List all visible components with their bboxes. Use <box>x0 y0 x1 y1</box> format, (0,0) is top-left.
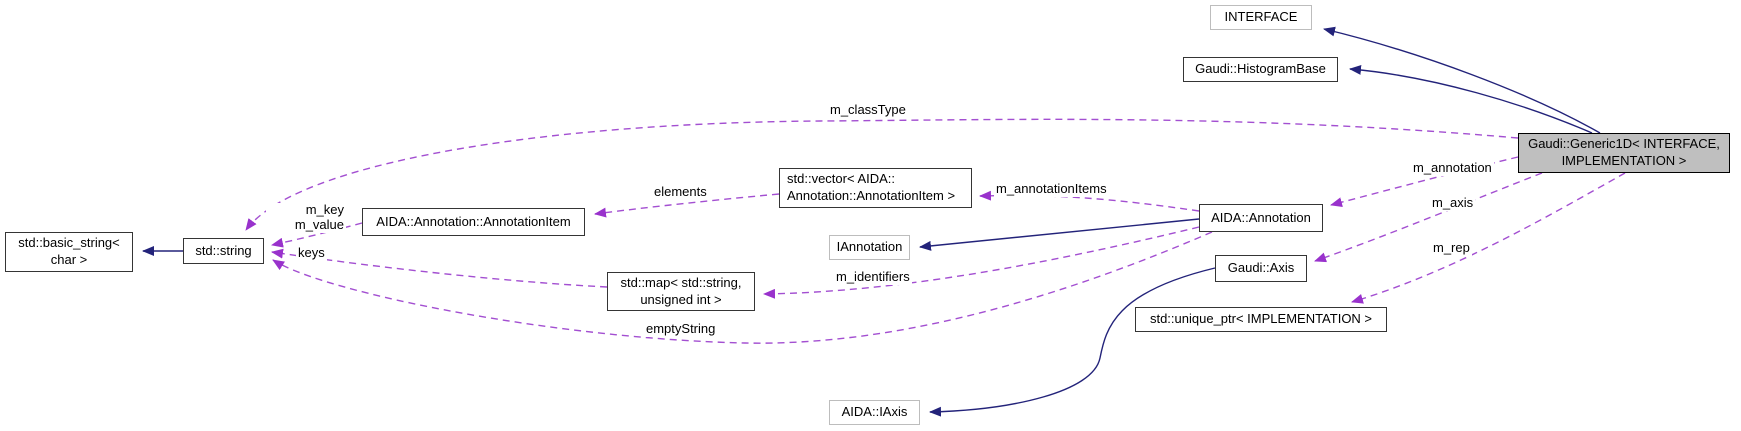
node-interface: INTERFACE <box>1210 5 1312 30</box>
edge-label-emptystring: emptyString <box>644 321 718 337</box>
node-std-string[interactable]: std::string <box>183 238 264 264</box>
node-gaudi-generic1d: Gaudi::Generic1D< INTERFACE, IMPLEMENTAT… <box>1518 133 1730 173</box>
node-aida-annotation[interactable]: AIDA::Annotation <box>1199 204 1323 232</box>
edge-inheritance-generic1d-histogrambase <box>1349 64 1593 134</box>
edge-inheritance-annotation-iannotation <box>919 218 1200 251</box>
node-iannotation: IAnnotation <box>829 235 910 260</box>
node-gaudi-axis[interactable]: Gaudi::Axis <box>1215 255 1307 282</box>
node-std-unique-ptr-implementation[interactable]: std::unique_ptr< IMPLEMENTATION > <box>1135 307 1387 332</box>
node-aida-annotation-annotationitem[interactable]: AIDA::Annotation::AnnotationItem <box>362 208 585 236</box>
node-aida-iaxis: AIDA::IAxis <box>829 400 920 425</box>
edge-usage-m-axis <box>1314 172 1543 263</box>
node-std-basic-string[interactable]: std::basic_string< char > <box>5 232 133 272</box>
edge-label-elements: elements <box>652 184 709 200</box>
edge-label-m-identifiers: m_identifiers <box>834 269 912 285</box>
node-std-vector-annotationitem[interactable]: std::vector< AIDA:: Annotation::Annotati… <box>779 168 972 208</box>
edge-label-m-key-m-value: m_key m_value <box>266 202 346 233</box>
node-gaudi-histogrambase[interactable]: Gaudi::HistogramBase <box>1183 57 1338 82</box>
edge-usage-m-rep <box>1351 172 1626 304</box>
edge-label-m-classtype: m_classType <box>828 102 908 118</box>
edge-usage-m-annotationitems <box>979 190 1200 212</box>
edge-label-m-annotationitems: m_annotationItems <box>994 181 1109 197</box>
edge-inheritance-axis-iaxis <box>929 267 1216 417</box>
edge-label-m-rep: m_rep <box>1431 240 1472 256</box>
edge-label-keys: keys <box>296 245 327 261</box>
edge-label-m-axis: m_axis <box>1430 195 1476 211</box>
edge-inheritance-generic1d-interface <box>1323 26 1601 134</box>
node-std-map-string-unsigned-int[interactable]: std::map< std::string, unsigned int > <box>607 272 755 311</box>
edge-label-m-annotation: m_annotation <box>1411 160 1494 176</box>
